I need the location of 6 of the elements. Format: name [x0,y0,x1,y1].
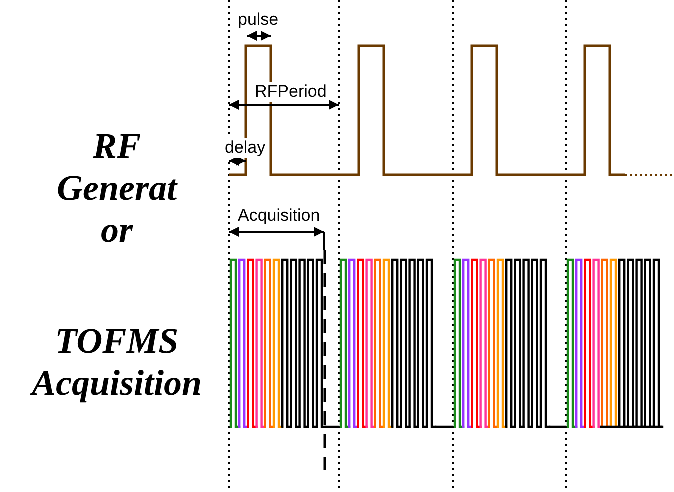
side-heading: TOFMS Acquisition [29,320,204,404]
dimension-label: pulse [237,10,280,30]
dimension-label: RFPeriod [254,82,328,102]
side-heading: RF Generat or [56,125,179,251]
dimension-label: delay [224,138,267,158]
dimension-label: Acquisition [237,206,322,226]
